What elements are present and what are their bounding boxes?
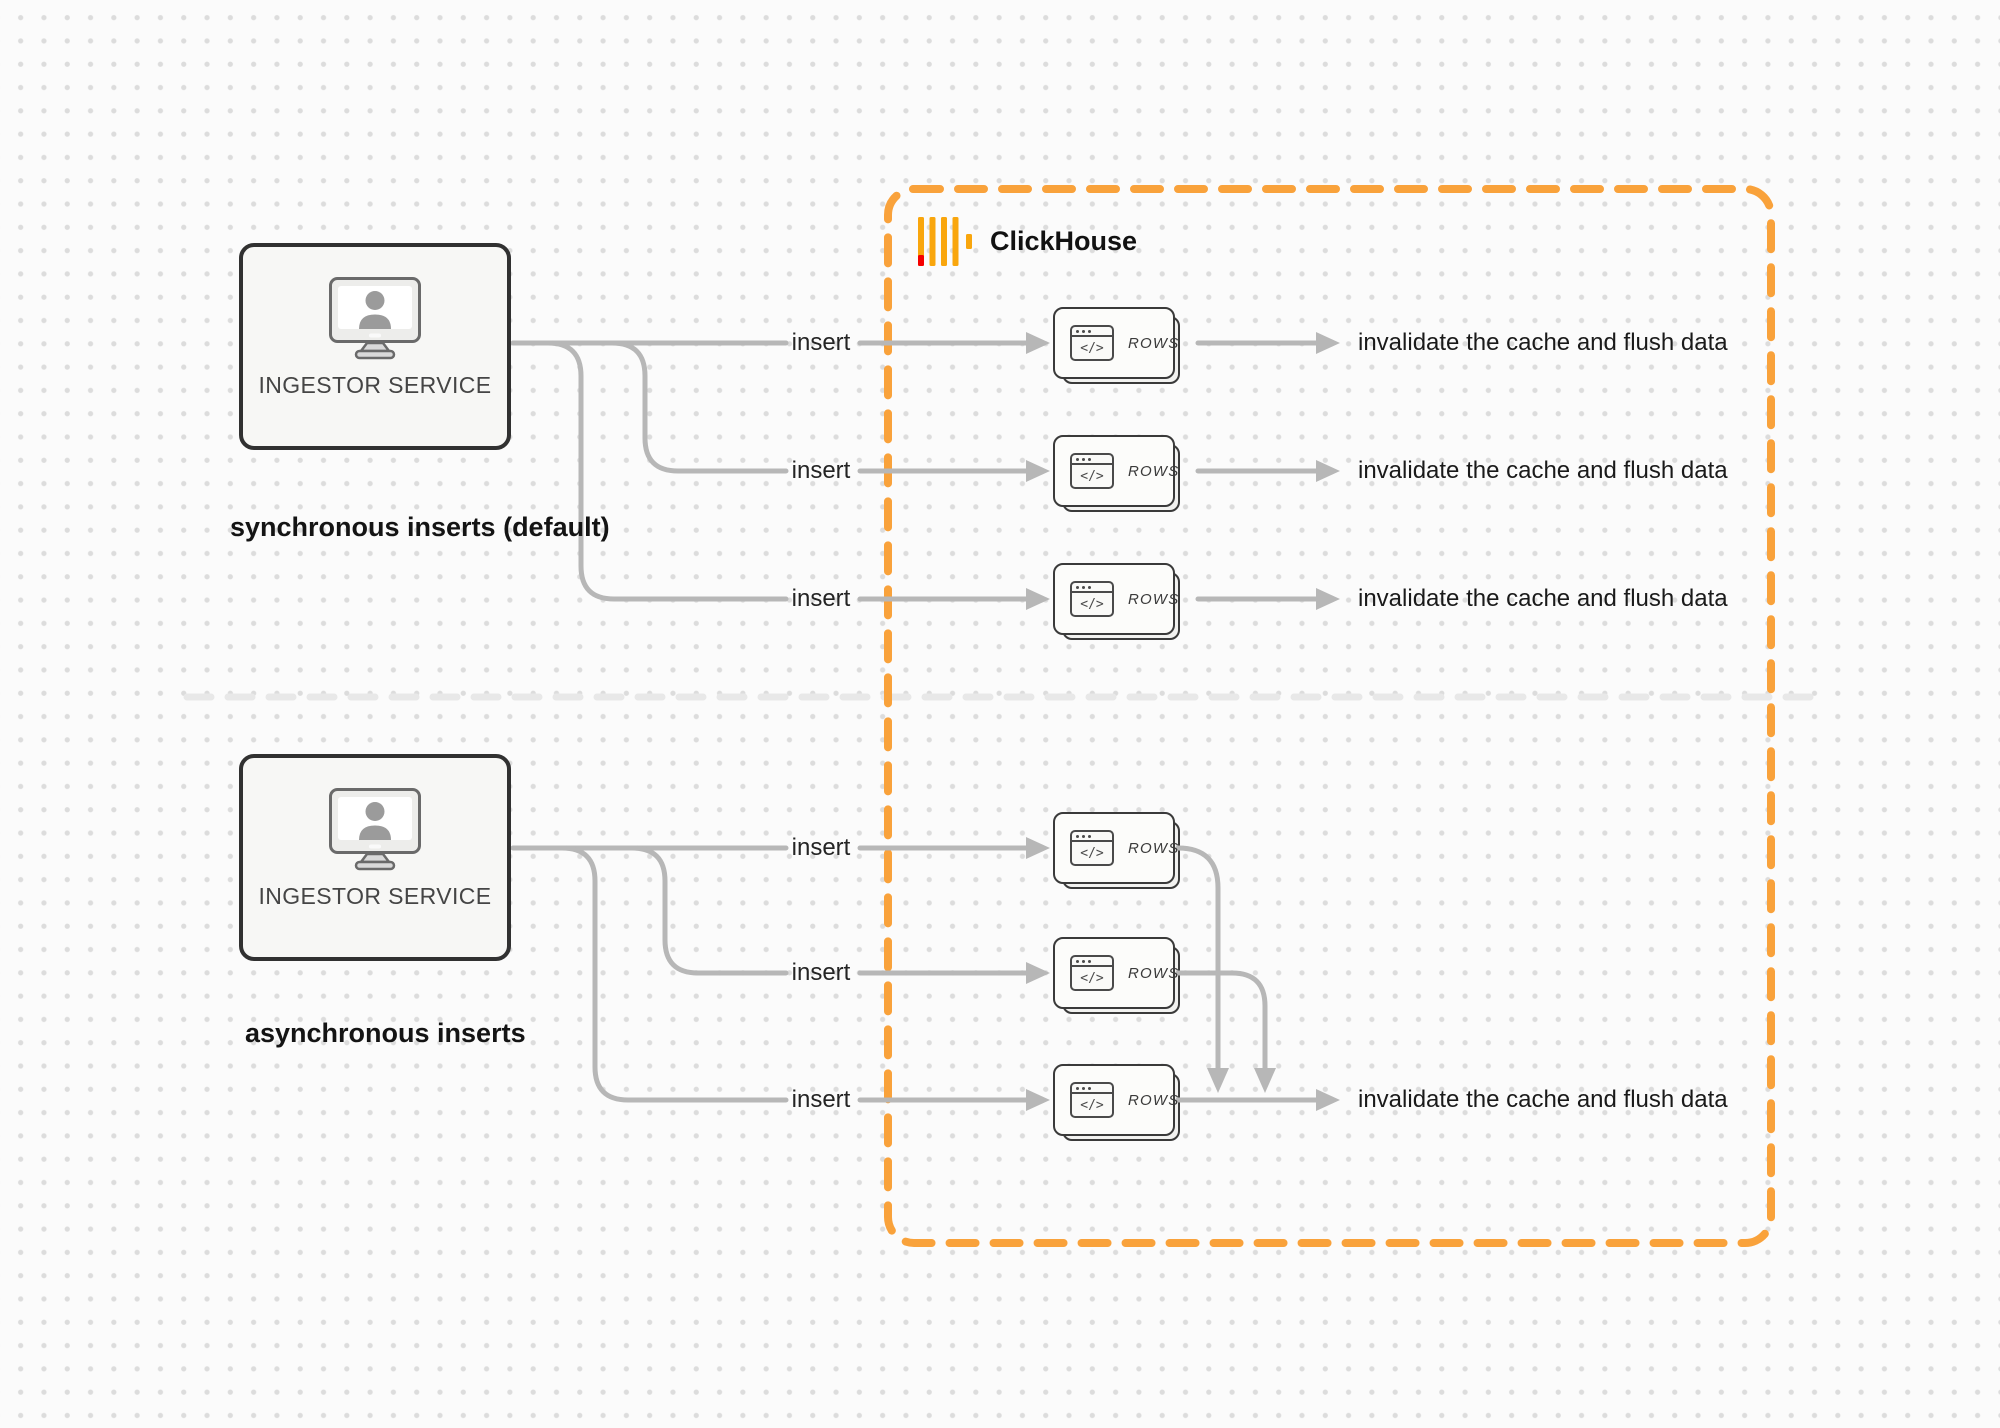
rows-label: ROWS bbox=[1128, 334, 1180, 352]
arrowhead-sync-in-3 bbox=[1026, 588, 1050, 610]
code-window-icon: </> bbox=[1070, 325, 1114, 361]
output-label-sync-2: invalidate the cache and flush data bbox=[1358, 457, 1728, 484]
arrowhead-async-in-3 bbox=[1026, 1089, 1050, 1111]
code-glyph: </> bbox=[1080, 1097, 1104, 1113]
insert-label-sync-1: insert bbox=[791, 329, 851, 356]
ingestor-service-node-sync: INGESTOR SERVICE bbox=[239, 243, 511, 450]
ingestor-service-node-async: INGESTOR SERVICE bbox=[239, 754, 511, 961]
code-window-icon: </> bbox=[1070, 955, 1114, 991]
async-merge-line-1 bbox=[1175, 845, 1221, 1071]
rows-card-sync-3: </> ROWS bbox=[1053, 563, 1180, 640]
output-label-sync-3: invalidate the cache and flush data bbox=[1358, 585, 1728, 612]
async-merge-line-2 bbox=[1175, 970, 1268, 1071]
code-window-icon: </> bbox=[1070, 453, 1114, 489]
code-window-icon: </> bbox=[1070, 581, 1114, 617]
rows-card-async-3: </> ROWS bbox=[1053, 1064, 1180, 1141]
code-glyph: </> bbox=[1080, 468, 1104, 484]
sync-branch-row2 bbox=[609, 340, 789, 474]
arrowhead-sync-out-1 bbox=[1316, 332, 1340, 354]
rows-card-async-1: </> ROWS bbox=[1053, 812, 1180, 889]
insert-label-async-1: insert bbox=[791, 834, 851, 861]
code-glyph: </> bbox=[1080, 845, 1104, 861]
arrowhead-async-in-2 bbox=[1026, 962, 1050, 984]
arrowhead-async-in-1 bbox=[1026, 837, 1050, 859]
caption-asynchronous: asynchronous inserts bbox=[245, 1018, 526, 1048]
rows-label: ROWS bbox=[1128, 839, 1180, 857]
async-branch-row2 bbox=[629, 845, 789, 976]
insert-label-sync-3: insert bbox=[791, 585, 851, 612]
service-label: INGESTOR SERVICE bbox=[258, 883, 492, 909]
clickhouse-wordmark: ClickHouse bbox=[990, 226, 1138, 256]
async-branch-row3 bbox=[559, 845, 789, 1103]
rows-card-sync-2: </> ROWS bbox=[1053, 435, 1180, 512]
service-label: INGESTOR SERVICE bbox=[258, 372, 492, 398]
code-window-icon: </> bbox=[1070, 830, 1114, 866]
rows-label: ROWS bbox=[1128, 964, 1180, 982]
monitor-user-icon bbox=[329, 788, 421, 871]
rows-card-async-2: </> ROWS bbox=[1053, 937, 1180, 1014]
monitor-user-icon bbox=[329, 277, 421, 360]
arrowhead-async-out bbox=[1316, 1089, 1340, 1111]
insert-label-async-3: insert bbox=[791, 1086, 851, 1113]
arrowhead-async-merge-2 bbox=[1254, 1068, 1276, 1093]
rows-label: ROWS bbox=[1128, 590, 1180, 608]
code-glyph: </> bbox=[1080, 340, 1104, 356]
arrowhead-sync-out-3 bbox=[1316, 588, 1340, 610]
rows-label: ROWS bbox=[1128, 462, 1180, 480]
code-glyph: </> bbox=[1080, 596, 1104, 612]
arrowhead-sync-in-2 bbox=[1026, 460, 1050, 482]
output-label-sync-1: invalidate the cache and flush data bbox=[1358, 329, 1728, 356]
insert-label-sync-2: insert bbox=[791, 457, 851, 484]
arrowhead-async-merge-1 bbox=[1207, 1068, 1229, 1093]
arrowhead-sync-out-2 bbox=[1316, 460, 1340, 482]
sync-branch-row3 bbox=[545, 340, 789, 602]
insert-label-async-2: insert bbox=[791, 959, 851, 986]
arrowhead-sync-in-1 bbox=[1026, 332, 1050, 354]
clickhouse-logo-icon bbox=[916, 217, 976, 272]
output-label-async: invalidate the cache and flush data bbox=[1358, 1086, 1728, 1113]
caption-synchronous: synchronous inserts (default) bbox=[230, 512, 610, 542]
rows-card-sync-1: </> ROWS bbox=[1053, 307, 1180, 384]
code-glyph: </> bbox=[1080, 970, 1104, 986]
code-window-icon: </> bbox=[1070, 1082, 1114, 1118]
rows-label: ROWS bbox=[1128, 1091, 1180, 1109]
